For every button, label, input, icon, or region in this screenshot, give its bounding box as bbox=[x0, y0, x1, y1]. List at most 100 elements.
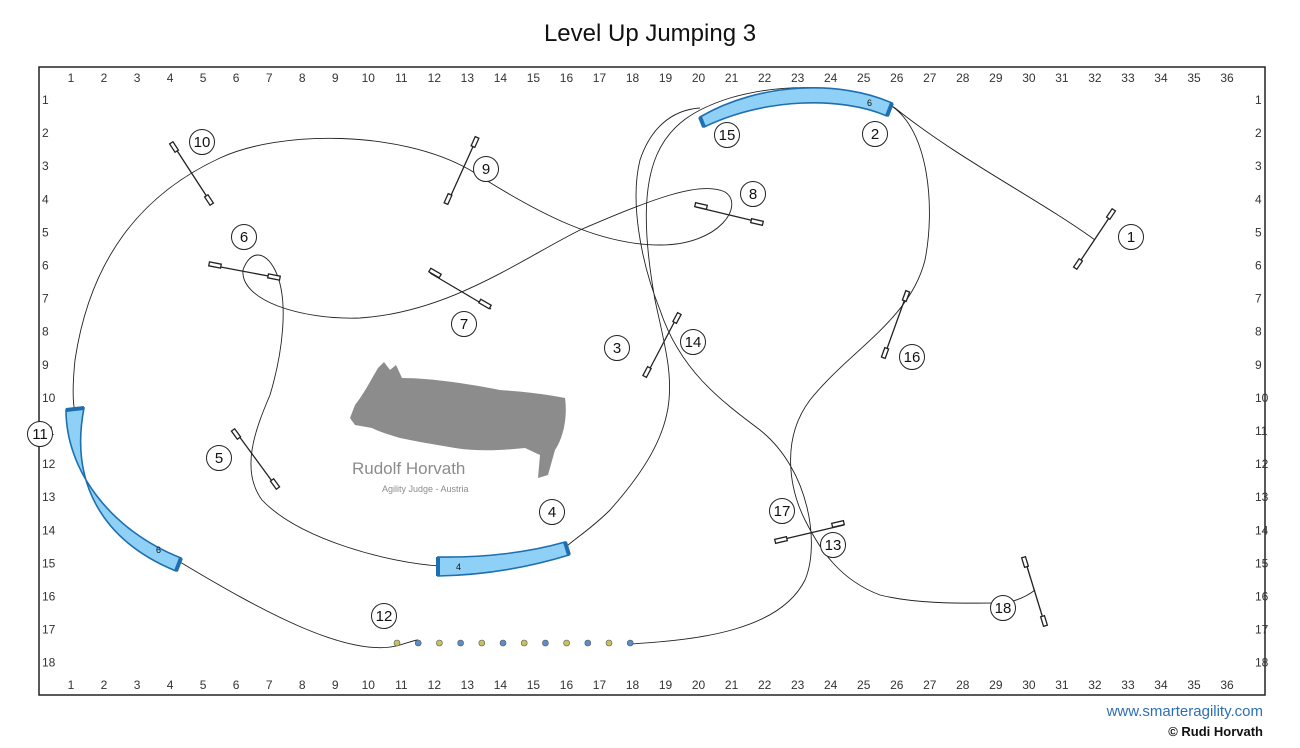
column-label: 27 bbox=[923, 71, 937, 85]
row-label: 2 bbox=[1255, 126, 1262, 140]
row-label: 1 bbox=[1255, 93, 1262, 107]
number-circle bbox=[451, 311, 477, 337]
row-label: 15 bbox=[42, 556, 56, 570]
column-label: 27 bbox=[923, 678, 937, 692]
column-label: 28 bbox=[956, 678, 970, 692]
number-label: 3 bbox=[613, 340, 621, 357]
tunnel-bottom: 4 bbox=[436, 541, 571, 577]
column-label: 19 bbox=[659, 678, 673, 692]
column-label: 7 bbox=[266, 71, 273, 85]
course-path bbox=[72, 87, 1096, 649]
footer-url-link[interactable]: www.smarteragility.com bbox=[1106, 703, 1263, 720]
running-dog-icon bbox=[350, 362, 566, 478]
number-label: 1 bbox=[1127, 229, 1135, 246]
obstacle-number-10: 10 bbox=[189, 129, 215, 155]
row-label: 2 bbox=[42, 126, 49, 140]
weave-pole bbox=[605, 639, 613, 647]
column-label: 26 bbox=[890, 71, 904, 85]
tunnel-bottom-label: 4 bbox=[456, 562, 461, 572]
column-label: 17 bbox=[593, 678, 607, 692]
column-label: 29 bbox=[989, 71, 1003, 85]
column-label: 6 bbox=[233, 678, 240, 692]
logo: Rudolf Horvath Agility Judge - Austria bbox=[350, 362, 566, 494]
obstacle-number-8: 8 bbox=[740, 181, 766, 207]
row-label: 16 bbox=[42, 590, 56, 604]
page-title: Level Up Jumping 3 bbox=[543, 20, 757, 47]
obstacle-number-18: 18 bbox=[990, 595, 1016, 621]
weave-pole bbox=[542, 639, 549, 647]
column-label: 29 bbox=[989, 678, 1003, 692]
row-label: 1 bbox=[42, 93, 49, 107]
number-circle bbox=[899, 344, 925, 370]
number-circle bbox=[990, 595, 1016, 621]
column-label: 11 bbox=[395, 71, 408, 85]
number-label: 18 bbox=[995, 600, 1012, 617]
jump-13 bbox=[773, 519, 846, 545]
column-label: 5 bbox=[200, 678, 207, 692]
column-label: 15 bbox=[527, 678, 541, 692]
obstacle-number-15: 15 bbox=[714, 122, 740, 148]
obstacle-number-11: 11 bbox=[27, 421, 53, 447]
column-label: 21 bbox=[725, 71, 739, 85]
row-label: 12 bbox=[1255, 457, 1269, 471]
weave-pole bbox=[457, 639, 464, 647]
number-circle bbox=[539, 499, 565, 525]
column-label: 6 bbox=[233, 71, 240, 85]
weave-pole bbox=[414, 639, 422, 647]
number-circle bbox=[604, 335, 630, 361]
column-label: 12 bbox=[428, 678, 442, 692]
number-circle bbox=[862, 121, 888, 147]
row-label: 15 bbox=[1255, 556, 1269, 570]
number-label: 7 bbox=[460, 316, 468, 333]
tunnel-top-label: 6 bbox=[867, 98, 872, 108]
obstacle-number-5: 5 bbox=[206, 445, 232, 471]
obstacle-number-9: 9 bbox=[473, 156, 499, 182]
row-label: 9 bbox=[1255, 358, 1262, 372]
column-label: 32 bbox=[1088, 71, 1102, 85]
number-circle bbox=[769, 498, 795, 524]
row-label: 12 bbox=[42, 457, 56, 471]
jump-9 bbox=[443, 135, 480, 206]
column-label: 18 bbox=[626, 71, 640, 85]
number-label: 16 bbox=[904, 349, 921, 366]
weave-poles bbox=[393, 639, 634, 647]
column-label: 2 bbox=[101, 678, 108, 692]
row-label: 14 bbox=[42, 523, 56, 537]
column-label: 18 bbox=[626, 678, 640, 692]
row-label: 7 bbox=[42, 292, 49, 306]
column-label: 35 bbox=[1187, 678, 1201, 692]
obstacle-number-12: 12 bbox=[371, 603, 397, 629]
row-label: 4 bbox=[42, 192, 49, 206]
obstacle-number-17: 17 bbox=[769, 498, 795, 524]
row-label: 18 bbox=[1255, 656, 1269, 670]
column-label: 9 bbox=[332, 71, 339, 85]
column-label: 23 bbox=[791, 71, 805, 85]
column-label: 8 bbox=[299, 678, 306, 692]
obstacle-number-14: 14 bbox=[680, 329, 706, 355]
obstacle-number-13: 13 bbox=[820, 532, 846, 558]
row-label: 10 bbox=[1255, 391, 1269, 405]
column-label: 31 bbox=[1055, 71, 1069, 85]
number-circle bbox=[714, 122, 740, 148]
weave-pole bbox=[499, 639, 507, 647]
column-label: 17 bbox=[593, 71, 607, 85]
row-label: 6 bbox=[1255, 259, 1262, 273]
tunnel-left-label: 6 bbox=[156, 545, 161, 555]
column-label: 9 bbox=[332, 678, 339, 692]
weave-pole bbox=[626, 639, 634, 647]
column-label: 26 bbox=[890, 678, 904, 692]
row-label: 4 bbox=[1255, 192, 1262, 206]
jump-10 bbox=[168, 140, 215, 207]
column-label: 13 bbox=[461, 71, 475, 85]
obstacle-number-1: 1 bbox=[1118, 224, 1144, 250]
column-label: 36 bbox=[1220, 678, 1234, 692]
column-label: 3 bbox=[134, 678, 141, 692]
row-label: 3 bbox=[42, 159, 49, 173]
weave-pole bbox=[478, 639, 486, 647]
number-circle bbox=[473, 156, 499, 182]
column-label: 3 bbox=[134, 71, 141, 85]
